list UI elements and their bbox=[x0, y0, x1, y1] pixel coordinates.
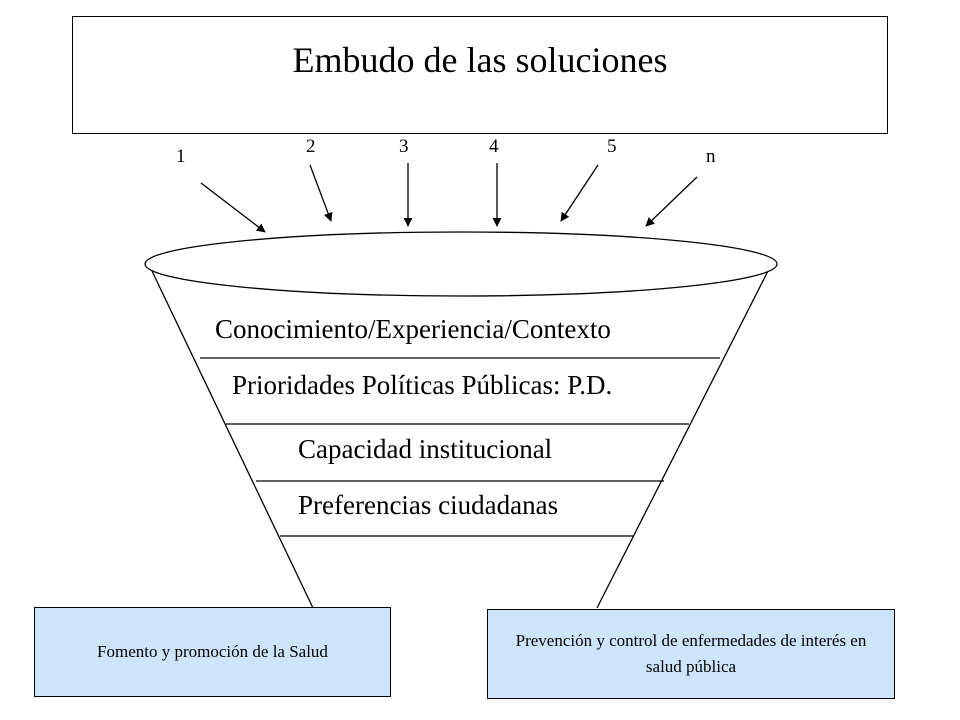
layer-conocimiento: Conocimiento/Experiencia/Contexto bbox=[215, 314, 611, 344]
diagram-title: Embudo de las soluciones bbox=[292, 40, 668, 80]
output-label-fomento: Fomento y promoción de la Salud bbox=[97, 641, 328, 661]
layer-prioridades: Prioridades Políticas Públicas: P.D. bbox=[232, 370, 613, 400]
layer-capacidad: Capacidad institucional bbox=[298, 434, 553, 464]
input-label-2: 2 bbox=[306, 136, 316, 157]
input-arrow-1 bbox=[200, 182, 266, 233]
title-box: Embudo de las soluciones bbox=[72, 16, 888, 134]
funnel-left-edge bbox=[151, 270, 314, 609]
layer-preferencias: Preferencias ciudadanas bbox=[298, 490, 559, 520]
input-label-4: 4 bbox=[489, 136, 499, 157]
input-label-3: 3 bbox=[399, 136, 409, 157]
input-arrow-2 bbox=[309, 164, 333, 222]
input-label-n: n bbox=[706, 146, 716, 167]
input-label-1: 1 bbox=[176, 146, 186, 167]
funnel-mouth bbox=[144, 231, 778, 297]
funnel-right-edge bbox=[596, 270, 769, 609]
output-box-prevencion: Prevención y control de enfermedades de … bbox=[487, 609, 895, 699]
input-arrow-n bbox=[645, 176, 698, 227]
output-label-prevencion: Prevención y control de enfermedades de … bbox=[515, 630, 867, 676]
output-box-fomento: Fomento y promoción de la Salud bbox=[34, 607, 391, 697]
input-arrow-5 bbox=[560, 164, 599, 222]
input-label-5: 5 bbox=[607, 136, 617, 157]
